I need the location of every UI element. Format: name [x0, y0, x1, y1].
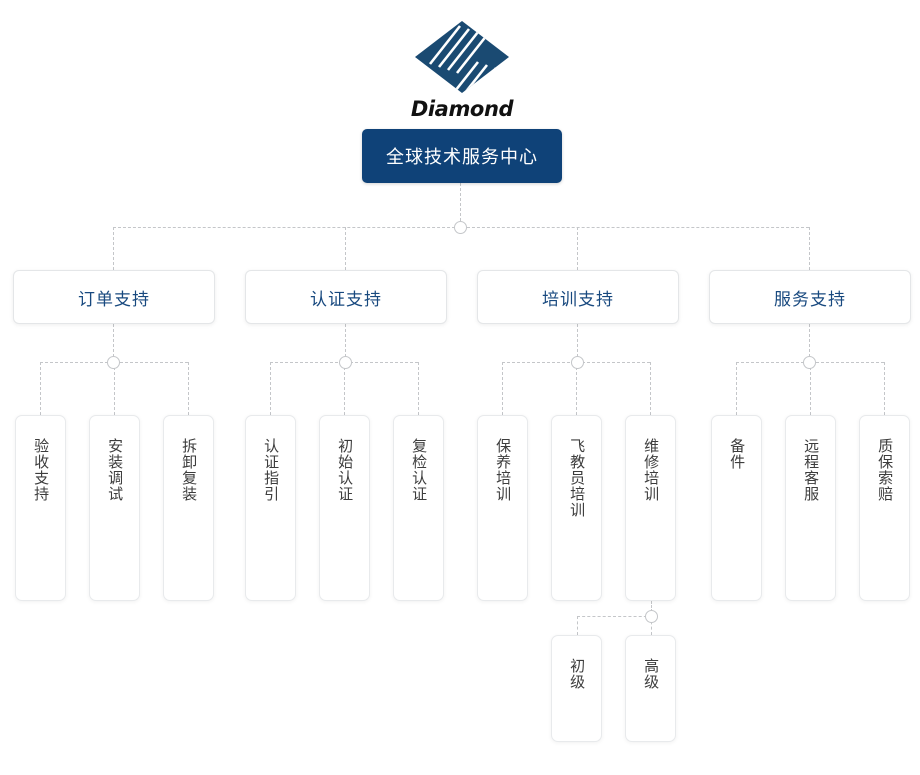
node-subleaf-advanced-level[interactable]: 高级 [625, 635, 676, 742]
wire-drop-group-1 [113, 227, 114, 270]
wire-stem-group-3 [577, 324, 578, 362]
wire-drop-leaf-2-1 [270, 362, 271, 415]
wire-drop-leaf-1-2 [114, 362, 115, 415]
node-leaf-remote-customer-service[interactable]: 远程客服 [785, 415, 836, 601]
node-group-training-support[interactable]: 培训支持 [477, 270, 679, 324]
node-leaf-repair-training[interactable]: 维修培训 [625, 415, 676, 601]
node-leaf-recheck-certification[interactable]: 复检认证 [393, 415, 444, 601]
wire-bus-group-1 [40, 362, 188, 363]
wire-drop-group-3 [577, 227, 578, 270]
connector-knob-group-4 [803, 356, 816, 369]
wire-drop-leaf-4-1 [736, 362, 737, 415]
node-leaf-label: 质保索赔 [876, 438, 895, 502]
node-root-global-tech-service-center[interactable]: 全球技术服务中心 [362, 129, 562, 183]
wire-bus-group-2 [270, 362, 418, 363]
wire-drop-leaf-1-3 [188, 362, 189, 415]
wire-drop-leaf-4-3 [884, 362, 885, 415]
connector-knob-root [454, 221, 467, 234]
wire-drop-subleaf-2 [651, 616, 652, 635]
diamond-logo-icon [415, 21, 509, 93]
wire-drop-subleaf-1 [577, 616, 578, 635]
connector-knob-group-1 [107, 356, 120, 369]
wire-bus-group-3 [502, 362, 650, 363]
brand-logo: Diamond [398, 18, 526, 122]
node-leaf-initial-certification[interactable]: 初始认证 [319, 415, 370, 601]
node-leaf-certification-guidance[interactable]: 认证指引 [245, 415, 296, 601]
node-group-certification-support[interactable]: 认证支持 [245, 270, 447, 324]
node-leaf-label: 认证指引 [262, 438, 281, 502]
node-leaf-label: 备件 [728, 438, 747, 470]
node-leaf-acceptance-support[interactable]: 验收支持 [15, 415, 66, 601]
connector-knob-group-3 [571, 356, 584, 369]
wire-drop-group-2 [345, 227, 346, 270]
node-leaf-label: 维修培训 [642, 438, 661, 502]
node-leaf-flight-instructor-training[interactable]: 飞教员培训 [551, 415, 602, 601]
wire-drop-group-4 [809, 227, 810, 270]
wire-bus-group-4 [736, 362, 884, 363]
node-subleaf-label: 高级 [642, 658, 661, 690]
node-leaf-label: 远程客服 [802, 438, 821, 502]
node-leaf-label: 安装调试 [106, 438, 125, 502]
node-group-order-support[interactable]: 订单支持 [13, 270, 215, 324]
brand-wordmark: Diamond [410, 97, 514, 121]
node-leaf-warranty-claim[interactable]: 质保索赔 [859, 415, 910, 601]
wire-drop-leaf-3-2 [576, 362, 577, 415]
wire-drop-leaf-1-1 [40, 362, 41, 415]
node-leaf-disassembly-reassembly[interactable]: 拆卸复装 [163, 415, 214, 601]
wire-drop-leaf-2-2 [344, 362, 345, 415]
node-subleaf-label: 初级 [568, 658, 587, 690]
node-group-service-support[interactable]: 服务支持 [709, 270, 911, 324]
connector-knob-repair-training [645, 610, 658, 623]
wire-stem-group-2 [345, 324, 346, 362]
wire-root-stem [460, 183, 461, 221]
node-leaf-maintenance-training[interactable]: 保养培训 [477, 415, 528, 601]
node-leaf-installation-commissioning[interactable]: 安装调试 [89, 415, 140, 601]
node-leaf-label: 复检认证 [410, 438, 429, 502]
node-leaf-label: 拆卸复装 [180, 438, 199, 502]
wire-bus-repair-training [577, 616, 652, 617]
wire-stem-group-4 [809, 324, 810, 362]
node-leaf-spare-parts[interactable]: 备件 [711, 415, 762, 601]
wire-level1-bus [113, 227, 809, 228]
wire-drop-leaf-2-3 [418, 362, 419, 415]
wire-stem-repair-training [651, 601, 652, 616]
wire-stem-group-1 [113, 324, 114, 362]
node-leaf-label: 保养培训 [494, 438, 513, 502]
node-leaf-label: 验收支持 [32, 438, 51, 502]
wire-drop-leaf-3-1 [502, 362, 503, 415]
connector-knob-group-2 [339, 356, 352, 369]
node-subleaf-primary-level[interactable]: 初级 [551, 635, 602, 742]
node-leaf-label: 飞教员培训 [568, 438, 587, 518]
node-leaf-label: 初始认证 [336, 438, 355, 502]
wire-drop-leaf-4-2 [810, 362, 811, 415]
wire-drop-leaf-3-3 [650, 362, 651, 415]
